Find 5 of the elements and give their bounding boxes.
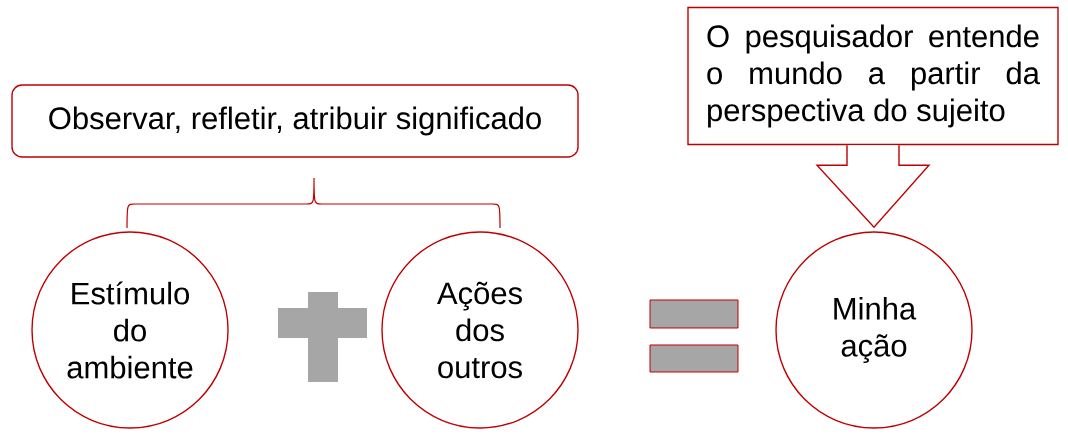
text-box: Observar, refletir, atribuir significado (11, 84, 579, 158)
equals-sign (649, 299, 739, 373)
block-arrow (815, 144, 931, 229)
plus-sign (278, 292, 367, 382)
callout-box: O pesquisador entende o mundo a partir da perspectiva do sujeito (687, 6, 1059, 146)
